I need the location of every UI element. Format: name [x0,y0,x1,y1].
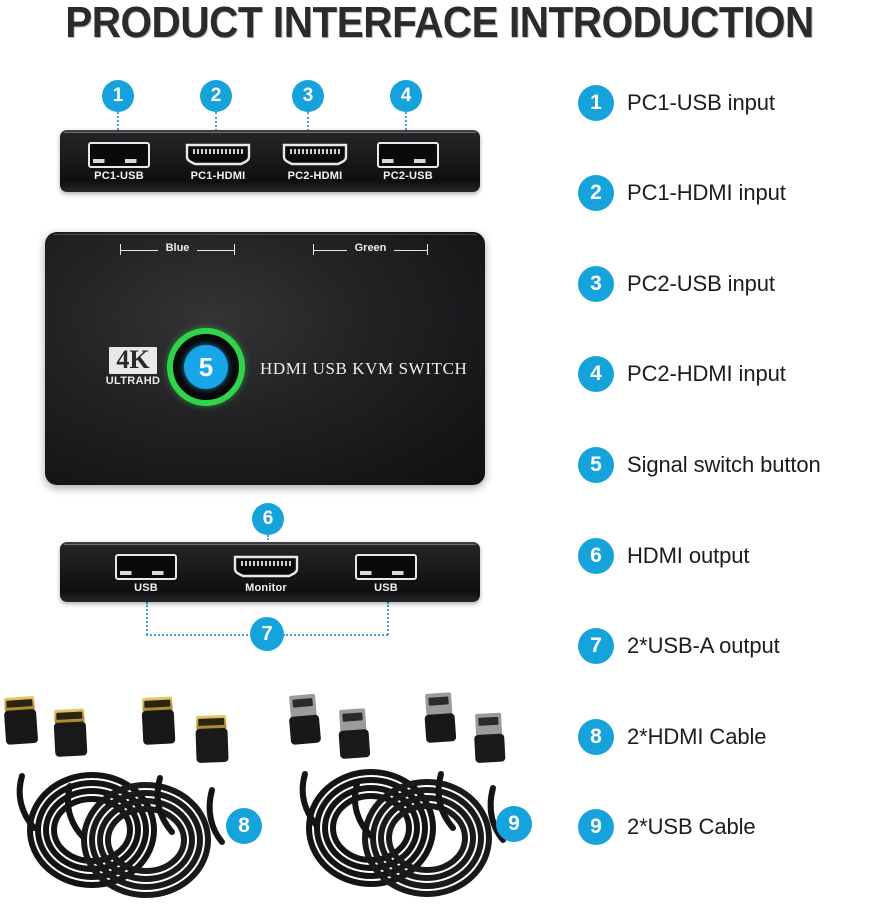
device-brand-text: HDMI USB KVM SWITCH [260,359,468,378]
legend-number-8: 8 [578,719,614,755]
legend-number-7: 7 [578,628,614,664]
bracket-label-green: Green [354,242,387,254]
badge-4k-ultrahd: 4K ULTRAHD [97,346,169,387]
callout-3-top-panel[interactable]: 3 [292,80,324,112]
legend-number-9: 9 [578,809,614,845]
port-pc1-hdmi[interactable]: PC1-HDMI [185,142,257,188]
legend-label-7: 2*USB-A output [627,633,780,658]
page-title: PRODUCT INTERFACE INTRODUCTION [65,0,814,47]
leader-line-7-bottom-left [146,634,252,636]
legend-label-3: PC2-USB input [627,271,775,296]
leader-line-7-bottom-right [283,634,388,636]
badge-4k-text: 4K [109,346,157,374]
port-usb-output-left[interactable]: USB [115,554,183,600]
port-usb-output-right[interactable]: USB [355,554,423,600]
device-bottom-panel: USB Monitor USB [60,542,480,602]
legend-item-5[interactable]: 5 Signal switch button [578,447,821,483]
port-label-usb-left: USB [134,582,158,594]
port-label-monitor: Monitor [245,582,287,594]
usb-port-icon [355,554,417,580]
callout-1-top-panel[interactable]: 1 [102,80,134,112]
callout-9-usb-cables[interactable]: 9 [496,806,532,842]
indicator-bracket-green: Green [313,242,428,256]
port-pc1-usb[interactable]: PC1-USB [88,142,156,188]
callout-4-top-panel[interactable]: 4 [390,80,422,112]
port-monitor-hdmi-output[interactable]: Monitor [233,554,305,600]
port-label-pc2-usb: PC2-USB [383,170,433,182]
usb-port-icon [377,142,439,168]
callout-8-hdmi-cables[interactable]: 8 [226,808,262,844]
callout-6-monitor-port[interactable]: 6 [252,503,284,535]
legend-label-5: Signal switch button [627,452,821,477]
device-main-body: Blue Green 4K ULTRAHD 5 HDMI USB KVM SWI… [45,232,485,485]
port-label-usb-right: USB [374,582,398,594]
legend-list: 1 PC1-USB input 2 PC1-HDMI input 3 PC2-U… [578,0,879,906]
hdmi-port-icon [282,142,348,167]
usb-port-icon [115,554,177,580]
callout-2-top-panel[interactable]: 2 [200,80,232,112]
legend-number-2: 2 [578,175,614,211]
port-label-pc1-usb: PC1-USB [94,170,144,182]
port-pc2-usb[interactable]: PC2-USB [377,142,445,188]
device-top-panel: PC1-USB PC1-HDMI PC2-HDMI PC2-USB [60,130,480,192]
legend-item-8[interactable]: 8 2*HDMI Cable [578,719,767,755]
legend-item-6[interactable]: 6 HDMI output [578,538,750,574]
bracket-label-blue: Blue [165,242,190,254]
switch-button-number: 5 [184,345,228,389]
port-pc2-hdmi[interactable]: PC2-HDMI [282,142,354,188]
legend-number-5: 5 [578,447,614,483]
hdmi-port-icon [233,554,299,579]
indicator-bracket-blue: Blue [120,242,235,256]
usb-cable-bundle [275,668,560,906]
leader-line-7-right [387,602,389,635]
legend-item-9[interactable]: 9 2*USB Cable [578,809,756,845]
legend-number-4: 4 [578,356,614,392]
legend-label-4: PC2-HDMI input [627,361,786,386]
legend-label-9: 2*USB Cable [627,814,756,839]
legend-number-3: 3 [578,266,614,302]
usb-port-icon [88,142,150,168]
legend-item-7[interactable]: 7 2*USB-A output [578,628,780,664]
signal-switch-button[interactable]: 5 [167,328,245,406]
leader-line-7-left [146,602,148,635]
legend-item-1[interactable]: 1 PC1-USB input [578,85,775,121]
legend-label-8: 2*HDMI Cable [627,724,767,749]
legend-label-1: PC1-USB input [627,90,775,115]
port-label-pc1-hdmi: PC1-HDMI [190,170,246,182]
port-label-pc2-hdmi: PC2-HDMI [287,170,343,182]
legend-label-2: PC1-HDMI input [627,180,786,205]
legend-number-1: 1 [578,85,614,121]
callout-7-usb-outputs[interactable]: 7 [250,617,284,651]
legend-item-4[interactable]: 4 PC2-HDMI input [578,356,786,392]
legend-item-3[interactable]: 3 PC2-USB input [578,266,775,302]
hdmi-cable-bundle [0,668,280,906]
hdmi-port-icon [185,142,251,167]
legend-item-2[interactable]: 2 PC1-HDMI input [578,175,786,211]
legend-label-6: HDMI output [627,543,750,568]
badge-ultrahd-text: ULTRAHD [105,374,161,387]
legend-number-6: 6 [578,538,614,574]
